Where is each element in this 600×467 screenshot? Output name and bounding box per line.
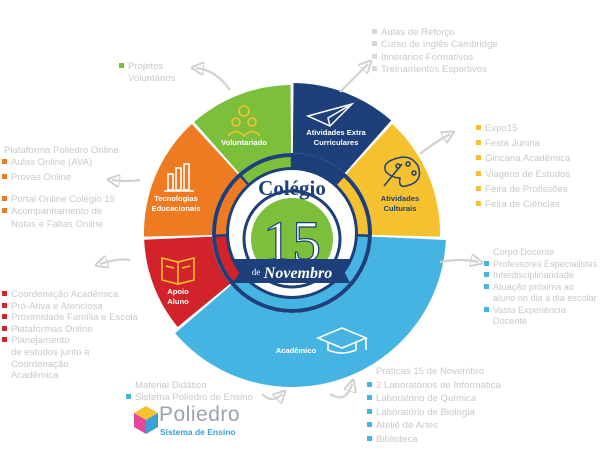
ribbon — [234, 259, 350, 283]
poliedro-cube-icon — [134, 406, 158, 434]
label-extra-1: Atividades Extra — [306, 128, 366, 137]
cultural-item: Expo15 — [476, 121, 570, 136]
callout-arrow — [100, 260, 131, 265]
callout-arrow — [329, 384, 352, 399]
apoio-list: Coordenação Acadêmica Pró-Ativa e Atenci… — [2, 289, 138, 382]
extra-item: Itinerários Formativos — [372, 52, 498, 64]
plataforma-list: Plataforma Poliedro Online Aulas Online … — [2, 145, 119, 183]
callout-arrow — [196, 68, 231, 91]
ribbon-novembro-text: Novembro — [263, 265, 332, 282]
corpo-docente-title: Corpo Docente — [493, 247, 555, 257]
extra-curricular-list: Aulas de Reforço Curso de Inglês Cambrid… — [372, 27, 498, 76]
emblem-ring — [242, 189, 342, 289]
callout-arrow — [112, 180, 141, 181]
material-didatico: Material Didático Sistema Poliedro de En… — [126, 380, 253, 405]
book-icon — [161, 256, 195, 285]
bar-chart-icon — [164, 163, 194, 192]
callout-arrow — [261, 394, 282, 399]
cultural-item: Festa Junina — [476, 136, 570, 151]
inner-ring-tecnologias — [216, 177, 247, 235]
cultural-item: Gincana Acadêmica — [476, 151, 570, 166]
segment-voluntariado — [194, 85, 292, 173]
poliedro-logo: Poliedro Sistema de Ensino — [133, 403, 240, 440]
graduation-cap-icon — [315, 327, 369, 354]
label-voluntariado: Voluntariado — [221, 138, 267, 147]
poliedro-brand: Poliedro — [159, 403, 241, 426]
label-apoio-1: Apoio — [167, 287, 189, 296]
inner-ring-culturais — [337, 177, 368, 235]
inner-ring-academico — [234, 236, 368, 309]
segment-extra-curriculares — [292, 83, 392, 173]
label-apoio-2: Aluno — [167, 297, 189, 306]
label-culturais-1: Atividades — [381, 194, 419, 203]
extra-item: Treinamentos Esportivos — [372, 64, 498, 76]
cultural-item: Feira de Ciências — [476, 197, 570, 212]
projetos-voluntarios-label: Projetos Voluntários — [119, 61, 175, 86]
extra-item: Aulas de Reforço — [372, 27, 498, 39]
label-culturais-2: Culturais — [384, 204, 417, 213]
segment-tecnologias — [144, 124, 238, 237]
praticas-title: Práticas 15 de Novembro — [376, 366, 485, 377]
label-tecnologias-1: Tecnologias — [154, 194, 198, 203]
colegio-text: Colégio — [258, 176, 326, 200]
cultural-item: Viagens de Estudos — [476, 167, 570, 182]
praticas-list: Práticas 15 de Novembro 2 Laboratórios d… — [367, 365, 501, 447]
segment-academico — [175, 236, 446, 387]
poliedro-sub: Sistema de Ensino — [160, 427, 236, 437]
ribbon-de-text: de — [252, 267, 261, 277]
callout-arrow — [419, 134, 450, 155]
extra-item: Curso de Inglês Cambridge — [372, 39, 498, 51]
paper-plane-icon — [305, 102, 355, 127]
label-extra-2: Curriculares — [314, 138, 359, 147]
label-academico: Acadêmico — [276, 346, 317, 355]
label-tecnologias-2: Educacionais — [152, 204, 201, 213]
cultural-item: Feira de Profissões — [476, 182, 570, 197]
people-icon — [227, 105, 261, 138]
cultural-list: Expo15 Festa Junina Gincana Acadêmica Vi… — [476, 121, 570, 212]
inner-ring-voluntariado — [242, 157, 291, 184]
inner-ring-apoio — [216, 236, 241, 281]
palette-icon — [383, 156, 421, 188]
corpo-docente-list: Corpo Docente Professores Especialistas … — [484, 247, 597, 328]
callout-arrow — [439, 260, 478, 262]
segment-atividades-culturais — [346, 124, 440, 237]
callout-arrow — [339, 64, 368, 93]
portal-list: Portal Online Colégio 15 Acompanhamento … — [2, 194, 115, 231]
inner-ring-extra — [293, 157, 342, 184]
